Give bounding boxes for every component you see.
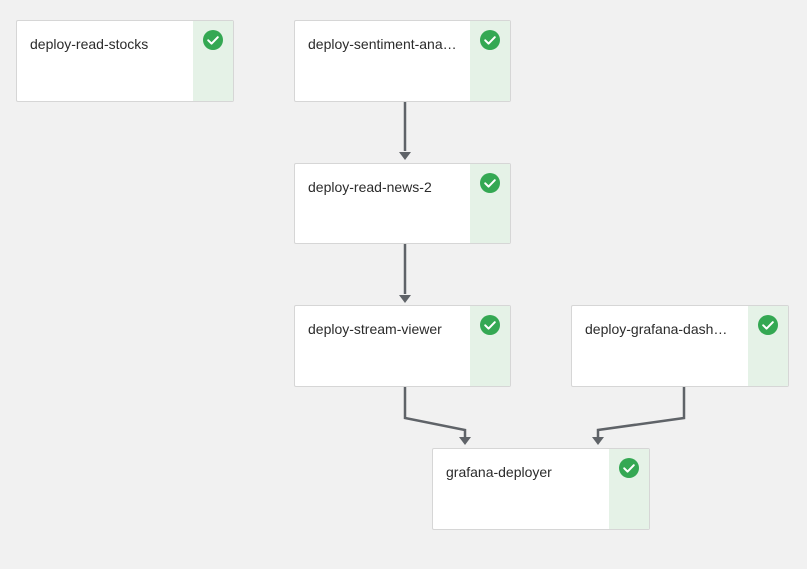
node-status-indicator	[748, 306, 788, 386]
check-circle-icon	[480, 173, 500, 193]
node-label: deploy-stream-viewer	[308, 321, 442, 337]
check-circle-icon	[619, 458, 639, 478]
node-status-indicator	[470, 164, 510, 243]
node-deploy-read-stocks[interactable]: deploy-read-stocks	[16, 20, 234, 102]
check-circle-icon	[480, 30, 500, 50]
node-label: deploy-read-stocks	[30, 36, 149, 52]
node-status-indicator	[193, 21, 233, 101]
edge-stream-viewer-to-grafana-deployer	[403, 387, 467, 437]
check-circle-icon	[480, 315, 500, 335]
edge-grafana-dashboard-to-grafana-deployer	[596, 387, 686, 437]
node-grafana-deployer[interactable]: grafana-deployer	[432, 448, 650, 530]
node-deploy-stream-viewer[interactable]: deploy-stream-viewer	[294, 305, 511, 387]
node-label: deploy-read-news-2	[308, 179, 432, 195]
node-status-indicator	[470, 21, 510, 101]
node-label: grafana-deployer	[446, 464, 552, 480]
arrowhead-read-news	[399, 152, 411, 160]
arrowhead-grafana-deployer-left	[459, 437, 471, 445]
node-deploy-sentiment-analysis[interactable]: deploy-sentiment-ana…	[294, 20, 511, 102]
arrowhead-grafana-deployer-right	[592, 437, 604, 445]
check-circle-icon	[203, 30, 223, 50]
check-circle-icon	[758, 315, 778, 335]
node-status-indicator	[609, 449, 649, 529]
node-label: deploy-sentiment-ana…	[308, 36, 457, 52]
node-deploy-grafana-dashboard[interactable]: deploy-grafana-dashb…	[571, 305, 789, 387]
node-label: deploy-grafana-dashb…	[585, 321, 735, 337]
node-status-indicator	[470, 306, 510, 386]
node-deploy-read-news-2[interactable]: deploy-read-news-2	[294, 163, 511, 244]
arrowhead-stream-viewer	[399, 295, 411, 303]
